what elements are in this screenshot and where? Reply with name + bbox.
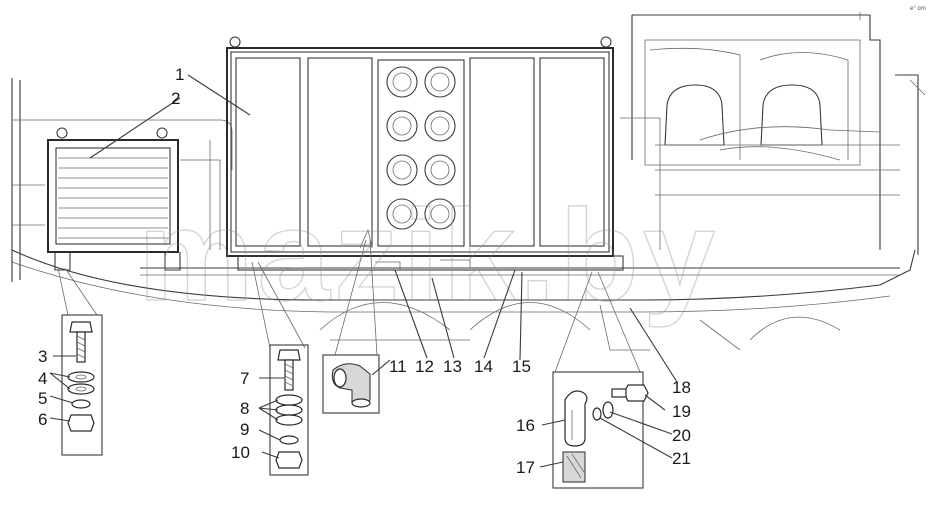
callout-3: 3 (38, 347, 47, 366)
callout-18: 18 (672, 378, 691, 397)
callout-5: 5 (38, 389, 47, 408)
bolt-19 (623, 384, 649, 402)
filter-rings (386, 66, 456, 230)
corner-mark: e° om (910, 6, 926, 12)
washer-4a (67, 371, 95, 383)
detail-left-fasteners (57, 267, 103, 456)
lock-washer-5 (71, 399, 91, 409)
callout-6: 6 (38, 410, 47, 429)
callout-12: 12 (415, 357, 434, 376)
washer-8c (275, 414, 303, 426)
callout-labels: 1 2 3 4 5 6 7 8 9 10 11 12 13 14 15 16 1… (38, 65, 691, 477)
leader-lines (49, 74, 678, 468)
callout-11: 11 (389, 357, 407, 376)
container-panel-1 (235, 57, 301, 247)
detail-middle-fasteners (251, 261, 309, 476)
vehicle-outline (11, 12, 926, 351)
callout-1: 1 (175, 65, 184, 84)
detail-elbow-fitting (322, 239, 380, 414)
washer-8b (275, 404, 303, 416)
bolt-3 (69, 321, 93, 333)
bolt-7 (277, 349, 301, 361)
washer-4b (67, 383, 95, 395)
detail-clamp (552, 271, 649, 489)
callout-15: 15 (512, 357, 531, 376)
main-container (226, 36, 624, 271)
callout-7: 7 (240, 369, 249, 388)
watermark: mazik.by (138, 182, 719, 328)
radiator (47, 127, 181, 271)
container-panel-4 (539, 57, 605, 247)
callout-16: 16 (516, 416, 535, 435)
callout-8: 8 (240, 399, 249, 418)
callout-21: 21 (672, 449, 691, 468)
nut-6 (67, 414, 95, 432)
washer-8a (275, 394, 303, 406)
lock-washer-21 (592, 407, 602, 421)
callout-14: 14 (474, 357, 493, 376)
nut-10 (275, 451, 303, 469)
callout-13: 13 (443, 357, 462, 376)
filter-panel (377, 59, 465, 247)
washer-20 (602, 401, 614, 419)
callout-10: 10 (231, 443, 250, 462)
lock-washer-9 (279, 435, 299, 445)
container-panel-2 (307, 57, 373, 247)
callout-4: 4 (38, 369, 47, 388)
callout-19: 19 (672, 402, 691, 421)
callout-9: 9 (240, 420, 249, 439)
callout-2: 2 (171, 89, 180, 108)
callout-17: 17 (516, 458, 535, 477)
clamp-16 (564, 390, 588, 447)
callout-20: 20 (672, 426, 691, 445)
container-panel-3 (469, 57, 535, 247)
